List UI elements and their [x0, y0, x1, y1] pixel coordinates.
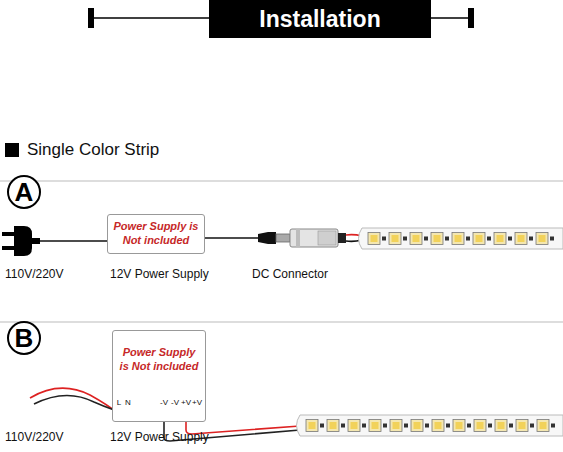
- cable: [40, 240, 107, 242]
- section-rule: [0, 322, 563, 323]
- banner-line: [431, 17, 472, 19]
- section-rule: [0, 181, 563, 182]
- note-text: Power Supply is Not included: [112, 219, 200, 248]
- banner-end: [88, 8, 94, 28]
- section-heading: Single Color Strip: [27, 141, 159, 160]
- dc-connector: [258, 229, 362, 247]
- banner-line: [90, 17, 209, 19]
- banner-end: [468, 8, 474, 28]
- voltage-label: 110V/220V: [5, 268, 64, 281]
- voltage-label: 110V/220V: [5, 431, 64, 444]
- led-strip: [359, 228, 563, 249]
- section-badge: A: [7, 175, 41, 209]
- terminal-label: N: [125, 399, 131, 408]
- section-letter: B: [15, 325, 34, 351]
- section-letter: A: [15, 179, 34, 205]
- note-text: Power Supply is Not included: [117, 345, 201, 374]
- title-banner: [209, 0, 431, 38]
- part-label: 12V Power Supply: [110, 431, 209, 444]
- terminal-label: +V: [181, 399, 191, 408]
- heading-square: [5, 143, 19, 157]
- terminal-label: -V: [171, 399, 179, 408]
- cable: [205, 237, 258, 239]
- terminal-label: +V: [192, 399, 202, 408]
- section-badge: B: [7, 321, 41, 355]
- mains-wire: [30, 388, 119, 414]
- power-supply-box: Power Supply is Not included: [112, 330, 206, 422]
- power-supply-box: Power Supply is Not included: [107, 214, 205, 254]
- mains-plug: [2, 226, 40, 256]
- part-label: DC Connector: [252, 268, 328, 281]
- terminal-label: L: [117, 399, 121, 408]
- page-title: Installation: [209, 4, 431, 34]
- led-strip: [297, 415, 563, 436]
- part-label: 12V Power Supply: [110, 268, 209, 281]
- terminal-label: -V: [160, 399, 168, 408]
